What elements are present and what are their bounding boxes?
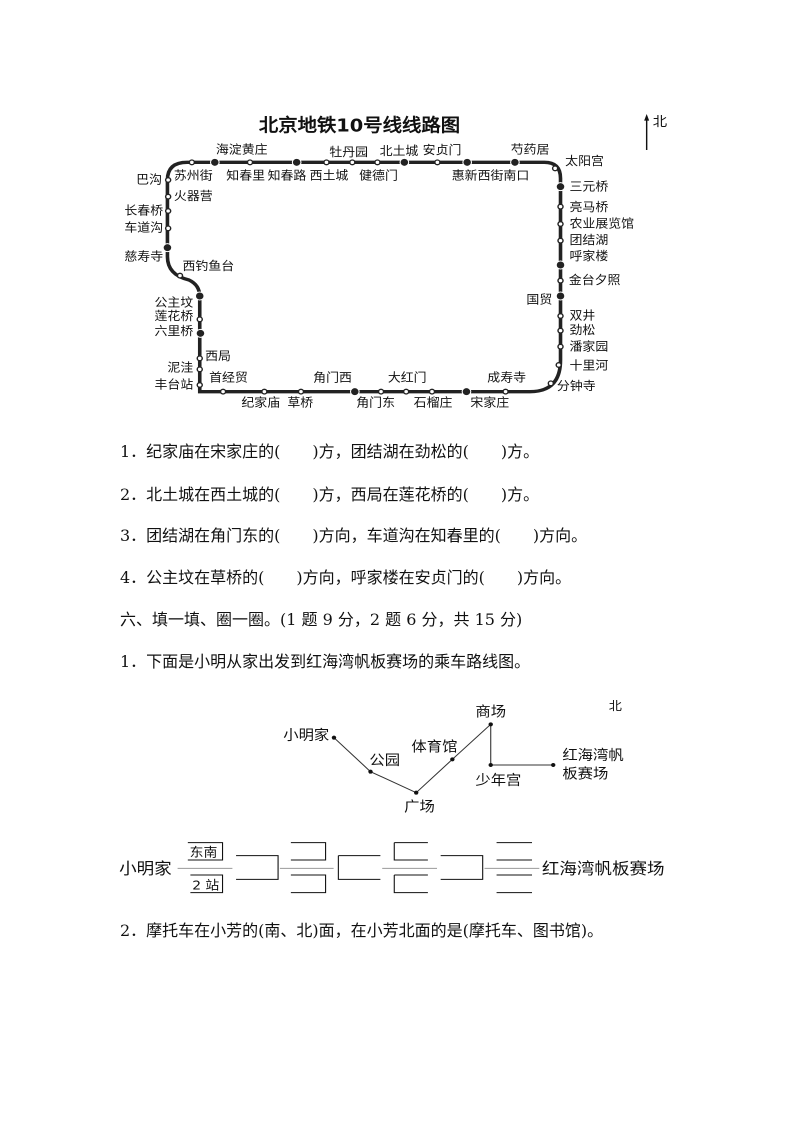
svg-text:双井: 双井 [569, 308, 595, 322]
svg-text:小明家: 小明家 [283, 728, 329, 744]
svg-text:太阳宫: 太阳宫 [565, 153, 604, 167]
question-4: 4．公主坟在草桥的( )方向，呼家楼在安贞门的( )方向。 [120, 568, 572, 587]
svg-text:安贞门: 安贞门 [423, 142, 462, 156]
svg-text:体育馆: 体育馆 [411, 739, 457, 755]
question-1: 1．纪家庙在宋家庄的( )方，团结湖在劲松的( )方。 [120, 442, 540, 461]
svg-text:丰台站: 丰台站 [155, 377, 194, 391]
route-points [331, 722, 556, 795]
svg-text:海淀黄庄: 海淀黄庄 [216, 142, 268, 156]
question-6-2: 2．摩托车在小芳的(南、北)面，在小芳北面的是(摩托车、图书馆)。 [120, 921, 604, 940]
svg-text:劲松: 劲松 [569, 322, 595, 336]
svg-text:知春里: 知春里 [226, 168, 265, 182]
svg-text:芍药居: 芍药居 [511, 142, 550, 156]
route-diagram: 北 小明家 公园 广场 体育馆 商场 少年宫 红海湾帆 板赛场 小明家 红海湾帆… [119, 699, 664, 894]
question-3: 3．团结湖在角门东的( )方向，车道沟在知春里的( )方向。 [120, 526, 588, 545]
svg-text:公园: 公园 [369, 753, 400, 769]
svg-text:泥洼: 泥洼 [167, 360, 193, 374]
svg-text:西钓鱼台: 西钓鱼台 [183, 258, 235, 272]
north-arrow-icon [644, 114, 650, 150]
chain-labels: 小明家 红海湾帆板赛场 东南 2 站 [119, 845, 664, 893]
svg-text:农业展览馆: 农业展览馆 [569, 216, 634, 230]
svg-text:金台夕照: 金台夕照 [569, 272, 621, 286]
svg-text:成寿寺: 成寿寺 [487, 370, 526, 384]
svg-text:潘家园: 潘家园 [569, 339, 608, 353]
question-6-1: 1．下面是小明从家出发到红海湾帆板赛场的乘车路线图。 [120, 652, 531, 671]
svg-text:草桥: 草桥 [287, 395, 313, 409]
svg-text:车道沟: 车道沟 [124, 220, 163, 234]
station-markers [164, 159, 564, 395]
svg-text:红海湾帆: 红海湾帆 [562, 748, 624, 764]
svg-text:慈寿寺: 慈寿寺 [124, 249, 163, 263]
svg-text:红海湾帆板赛场: 红海湾帆板赛场 [542, 859, 665, 878]
station-labels: 海淀黄庄 牡丹园 北土城 安贞门 芍药居 苏州街 知春里 知春路 西土城 健德门… [124, 142, 634, 410]
route-labels: 北 小明家 公园 广场 体育馆 商场 少年宫 红海湾帆 板赛场 [283, 699, 624, 816]
svg-text:北土城: 北土城 [380, 143, 419, 157]
svg-text:分钟寺: 分钟寺 [557, 378, 596, 392]
section-6-heading: 六、填一填、圈一圈。(1 题 9 分，2 题 6 分，共 15 分) [120, 610, 523, 629]
svg-text:2 站: 2 站 [192, 878, 219, 893]
svg-text:东南: 东南 [190, 845, 218, 860]
svg-text:广场: 广场 [404, 799, 435, 815]
svg-text:大红门: 大红门 [388, 370, 427, 384]
answer-blanks [187, 842, 533, 894]
svg-text:首经贸: 首经贸 [209, 370, 248, 384]
svg-text:苏州街: 苏州街 [174, 168, 213, 182]
svg-text:商场: 商场 [475, 704, 506, 720]
svg-text:角门西: 角门西 [313, 370, 352, 384]
svg-text:小明家: 小明家 [119, 859, 172, 878]
svg-text:莲花桥: 莲花桥 [155, 308, 194, 322]
svg-text:少年宫: 少年宫 [475, 773, 521, 789]
svg-text:板赛场: 板赛场 [562, 765, 608, 782]
svg-text:宋家庄: 宋家庄 [470, 395, 509, 409]
svg-text:知春路: 知春路 [268, 168, 307, 182]
svg-text:三元桥: 三元桥 [569, 179, 608, 193]
svg-text:六里桥: 六里桥 [155, 323, 194, 337]
svg-text:公主坟: 公主坟 [155, 295, 194, 309]
svg-text:十里河: 十里河 [569, 358, 608, 372]
svg-text:北: 北 [609, 699, 623, 713]
svg-text:长春桥: 长春桥 [124, 203, 163, 217]
subway-map: 北京地铁10号线线路图 北 海淀黄庄 牡丹园 北土城 安贞门 芍药居 苏州街 知… [124, 114, 668, 410]
question-2: 2．北土城在西土城的( )方，西局在莲花桥的( )方。 [120, 485, 540, 504]
svg-text:火器营: 火器营 [174, 188, 213, 202]
svg-text:国贸: 国贸 [526, 292, 552, 306]
svg-text:巴沟: 巴沟 [136, 172, 162, 186]
svg-text:石榴庄: 石榴庄 [414, 395, 453, 409]
svg-text:呼家楼: 呼家楼 [569, 248, 608, 262]
svg-text:团结湖: 团结湖 [569, 232, 608, 246]
transfer-station-icons [162, 157, 566, 397]
svg-text:牡丹园: 牡丹园 [329, 144, 368, 158]
svg-text:惠新西街南口: 惠新西街南口 [452, 168, 530, 182]
svg-text:纪家庙: 纪家庙 [241, 395, 280, 409]
svg-text:角门东: 角门东 [356, 395, 395, 409]
north-label: 北 [653, 114, 668, 129]
svg-text:西局: 西局 [205, 348, 231, 362]
svg-text:健德门: 健德门 [359, 168, 398, 182]
svg-text:亮马桥: 亮马桥 [569, 199, 608, 213]
svg-text:西土城: 西土城 [310, 168, 349, 182]
map-title: 北京地铁10号线线路图 [259, 115, 460, 136]
